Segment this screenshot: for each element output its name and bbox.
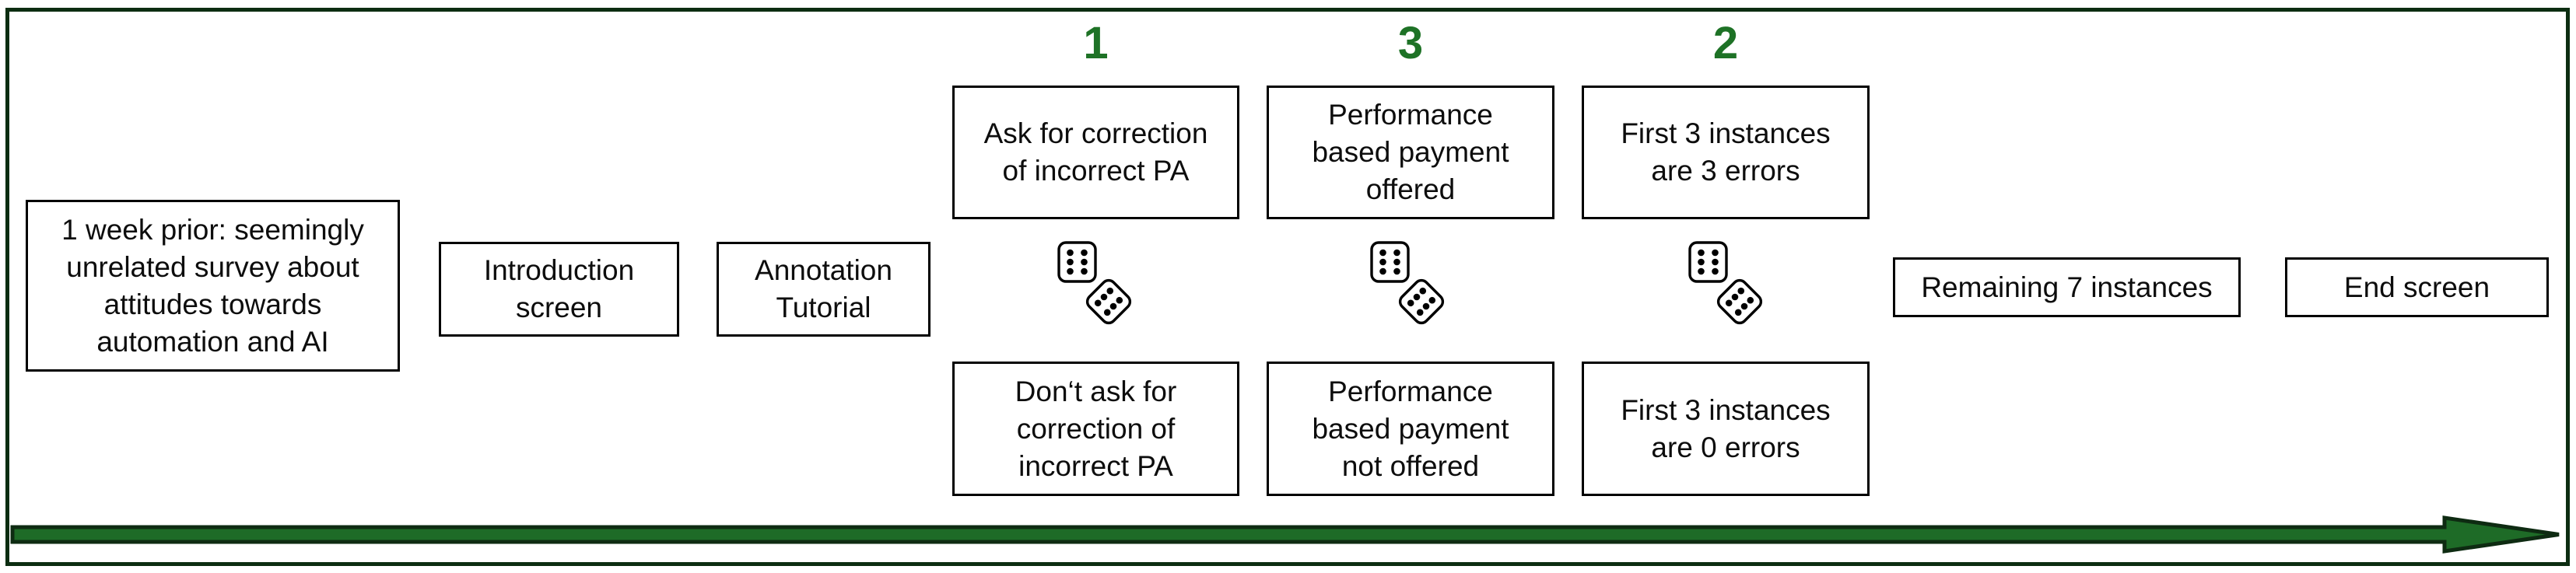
branch-box-payment-offered: Performance based payment offered xyxy=(1267,86,1554,219)
branch-order-number-errors: 2 xyxy=(1712,18,1739,68)
branch-box-three-errors: First 3 instances are 3 errors xyxy=(1582,86,1870,219)
stage-box-introduction-screen: Introduction screen xyxy=(439,242,679,337)
dice-icon xyxy=(1057,241,1132,325)
branch-box-ask-correction: Ask for correction of incorrect PA xyxy=(952,86,1239,219)
stage-box-remaining-instances: Remaining 7 instances xyxy=(1893,257,2241,317)
branch-order-number-correction: 1 xyxy=(1083,18,1109,68)
stage-box-prior-survey: 1 week prior: seemingly unrelated survey… xyxy=(26,200,400,372)
branch-box-zero-errors: First 3 instances are 0 errors xyxy=(1582,362,1870,496)
branch-order-number-payment: 3 xyxy=(1397,18,1424,68)
branch-box-payment-not-offered: Performance based payment not offered xyxy=(1267,362,1554,496)
stage-box-end-screen: End screen xyxy=(2285,257,2549,317)
dice-icon xyxy=(1688,241,1763,325)
dice-icon xyxy=(1370,241,1445,325)
branch-box-dont-ask-correction: Don‘t ask for correction of incorrect PA xyxy=(952,362,1239,496)
stage-box-annotation-tutorial: Annotation Tutorial xyxy=(717,242,931,337)
